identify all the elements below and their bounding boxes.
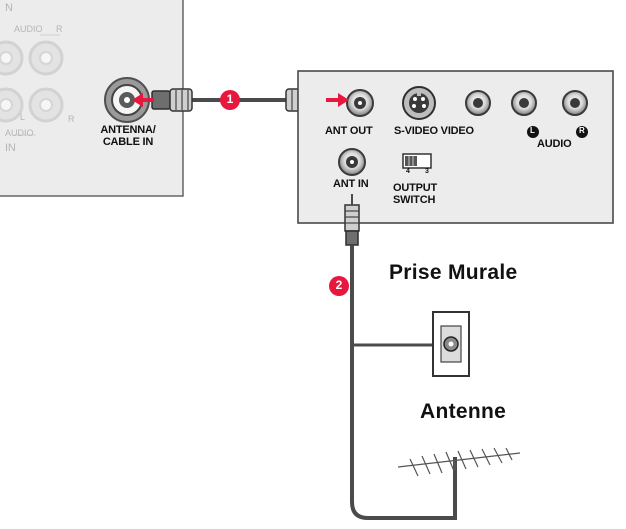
connection-arrows — [132, 93, 349, 107]
output-switch — [402, 153, 432, 169]
ant-in-label: ANT IN — [333, 178, 369, 190]
tv-in-label: IN — [5, 142, 16, 154]
output-switch-line2: SWITCH — [393, 194, 436, 206]
antenna-label-line1: ANTENNA/ — [100, 124, 156, 136]
step-1-badge: 1 — [226, 92, 234, 106]
tv-audio-top-label: AUDIO — [14, 24, 43, 34]
audio-left-jack — [511, 90, 537, 116]
antenna-label-line2: CABLE IN — [102, 136, 154, 148]
cable-1 — [151, 88, 327, 112]
output-switch-line1: OUTPUT — [393, 182, 438, 194]
s-video-jack — [402, 86, 436, 120]
arrow-from-ant-out — [326, 93, 349, 107]
faded-audio-jacks — [0, 34, 64, 136]
ant-out-label: ANT OUT — [325, 125, 373, 137]
step-badges — [220, 90, 349, 296]
cable-2 — [344, 194, 457, 520]
arrow-into-tv — [132, 93, 154, 107]
antenna-label: Antenne — [420, 400, 507, 423]
switch-channel-b: 3 — [425, 168, 429, 175]
step-2-badge: 2 — [335, 278, 343, 292]
ant-out-jack — [346, 89, 374, 117]
audio-right-marker: R — [579, 126, 585, 135]
s-video-video-label: S-VIDEO VIDEO — [394, 125, 474, 137]
switch-channel-a: 4 — [406, 168, 410, 175]
tv-l-label: L — [20, 112, 26, 122]
wall-outlet — [432, 311, 470, 377]
video-jack — [465, 90, 491, 116]
tv-corner-letter: N — [5, 2, 13, 14]
audio-left-marker: L — [530, 126, 535, 135]
audio-channel-markers — [527, 126, 588, 138]
device-back-panel — [297, 70, 614, 224]
audio-label: AUDIO — [537, 138, 572, 150]
tv-r-top-label: R — [56, 24, 63, 34]
wall-outlet-label: Prise Murale — [389, 261, 518, 284]
tv-audio-bottom-label: AUDIO — [5, 128, 34, 138]
ant-in-jack — [338, 148, 366, 176]
antenna-icon — [397, 447, 521, 477]
tv-r-bottom-label: R — [68, 114, 75, 124]
output-switch-label: OUTPUT SWITCH — [393, 182, 437, 206]
antenna-cable-in-label: ANTENNA/ CABLE IN — [93, 124, 163, 148]
audio-right-jack — [562, 90, 588, 116]
